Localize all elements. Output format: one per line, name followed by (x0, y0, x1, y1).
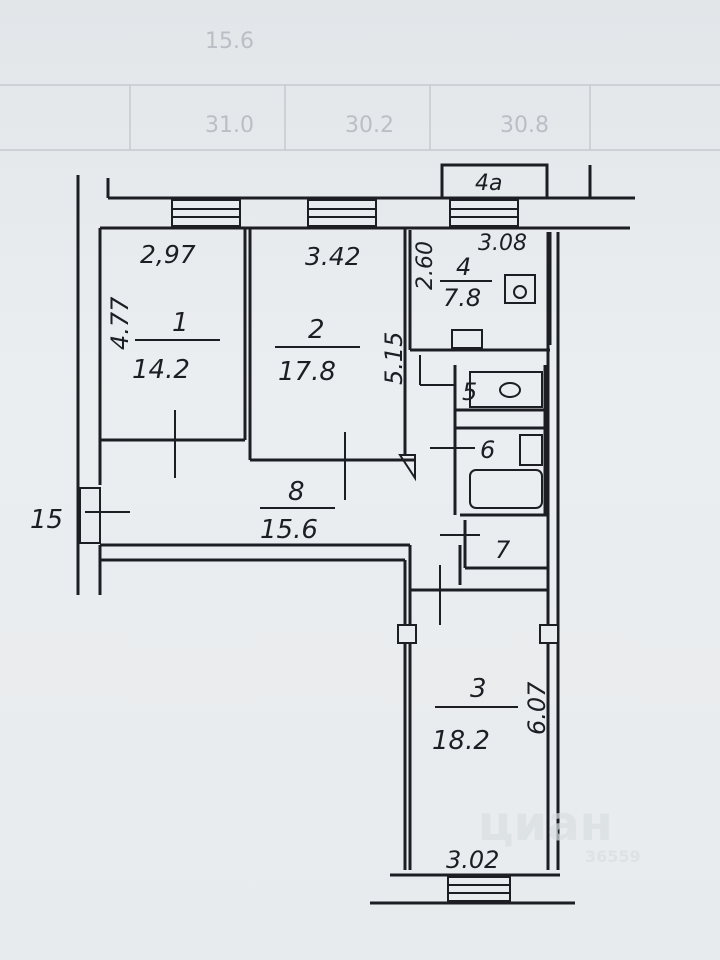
watermark-logo: циан (478, 796, 613, 852)
room-6-number: 6 (480, 436, 495, 464)
entrance-label: 15 (30, 505, 63, 535)
room-1-area: 14.2 (132, 355, 190, 385)
room-2-length: 5.15 (380, 332, 408, 385)
room-7-number: 7 (495, 536, 511, 564)
room-5-number: 5 (462, 378, 477, 406)
room-labels: 2,97 4.77 1 14.2 3.42 5.15 2 17.8 3.08 2… (30, 171, 551, 874)
balcony-label: 4a (475, 171, 502, 196)
room-2-area: 17.8 (278, 357, 336, 387)
bg-value-3: 30.2 (345, 113, 394, 138)
room-3-area: 18.2 (432, 726, 490, 756)
fixtures (85, 274, 543, 625)
room-1-length: 4.77 (106, 296, 134, 350)
room-8-area: 15.6 (260, 515, 318, 545)
room-4-width: 3.08 (478, 231, 527, 256)
windows (79, 199, 559, 902)
bg-value-1: 15.6 (205, 29, 254, 54)
bg-value-2: 31.0 (205, 113, 254, 138)
room-4-length: 2.60 (413, 241, 438, 290)
room-4-number: 4 (456, 253, 471, 281)
room-1-number: 1 (172, 308, 189, 338)
room-3-number: 3 (470, 674, 487, 704)
walls (76, 163, 635, 905)
room-8-number: 8 (288, 477, 305, 507)
room-1-width: 2,97 (140, 240, 196, 269)
watermark-id: 36559 (585, 847, 641, 866)
room-3-width: 3.02 (446, 846, 499, 874)
room-3-length: 6.07 (523, 681, 551, 735)
room-4-area: 7.8 (443, 284, 481, 312)
background-table (0, 84, 720, 151)
room-2-number: 2 (308, 315, 325, 345)
room-2-width: 3.42 (305, 242, 361, 271)
bg-value-4: 30.8 (500, 113, 549, 138)
